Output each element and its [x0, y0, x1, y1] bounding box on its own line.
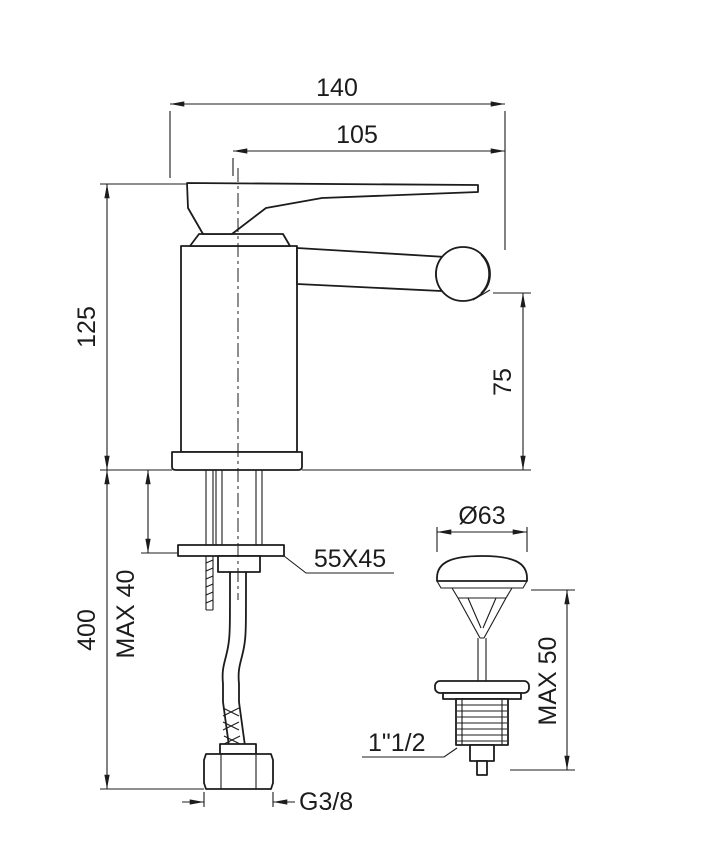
dim-max50-label: MAX 50: [534, 637, 562, 726]
spout-arm: [296, 247, 447, 292]
mounting-flange: [177, 544, 285, 557]
dim-1-1-2-leader: [362, 747, 458, 758]
faucet-lever: [186, 182, 479, 235]
dim-105-label: 105: [336, 121, 378, 149]
dim-max40-label: MAX 40: [112, 570, 140, 659]
dim-75-label: 75: [489, 368, 517, 396]
dim-140-label: 140: [316, 74, 358, 102]
dim-105: 105: [232, 121, 505, 176]
waste-cap: [436, 555, 528, 582]
waste-stem: [477, 638, 487, 681]
bidet-faucet: [100, 168, 531, 790]
dim-55x45: 55X45: [283, 545, 394, 574]
hose-collar: [219, 743, 257, 755]
dim-140: 140: [169, 74, 506, 250]
waste-cap-rim: [436, 580, 528, 589]
supply-hose-left: [221, 571, 231, 747]
spray-head: [435, 246, 491, 302]
dim-g38: G3/8: [182, 788, 353, 816]
dim-d63: Ø63: [436, 502, 528, 552]
waste-threaded-body: [455, 698, 509, 746]
dim-75: 75: [489, 292, 531, 470]
spray-head-ring2: [480, 254, 490, 294]
dim-d63-label: Ø63: [458, 502, 505, 530]
dim-max40: MAX 40: [112, 470, 177, 658]
dim-1-1-2: 1"1/2: [362, 729, 458, 758]
dim-125: 125: [73, 183, 186, 470]
hex-nut-flats: [220, 754, 257, 789]
dim-1-1-2-label: 1"1/2: [368, 729, 426, 757]
dim-400-label: 400: [73, 609, 101, 651]
hose-hex-nut: [203, 753, 274, 790]
threaded-rod-ticks: [205, 551, 214, 604]
popup-waste: [434, 555, 530, 776]
base-plate: [171, 451, 303, 471]
threaded-rod: [205, 470, 214, 611]
dim-55x45-leader: [283, 555, 394, 574]
dim-125-label: 125: [73, 306, 101, 348]
waste-cone: [457, 597, 507, 639]
hose-braid: [222, 707, 241, 745]
dim-g38-label: G3/8: [299, 788, 353, 816]
dim-400: 400: [73, 470, 204, 790]
waste-body-edges: [461, 699, 503, 745]
waste-taper: [451, 587, 513, 599]
waste-tail: [469, 744, 495, 762]
aerator-line: [472, 289, 491, 301]
waste-threads: [457, 704, 507, 742]
supply-hose-right: [237, 571, 247, 747]
spray-head-ring: [435, 251, 448, 297]
waste-flange: [434, 680, 530, 694]
dim-max50: MAX 50: [510, 589, 575, 771]
faucet-body: [180, 245, 298, 453]
dim-d63-ext: [436, 527, 528, 552]
dim-55x45-label: 55X45: [314, 545, 386, 573]
shank-outer: [215, 470, 263, 545]
dim-g38-ext: [203, 792, 274, 807]
faucet-cartridge-base: [189, 233, 291, 247]
flange-nut: [217, 555, 261, 573]
waste-tail-tab: [476, 760, 488, 776]
